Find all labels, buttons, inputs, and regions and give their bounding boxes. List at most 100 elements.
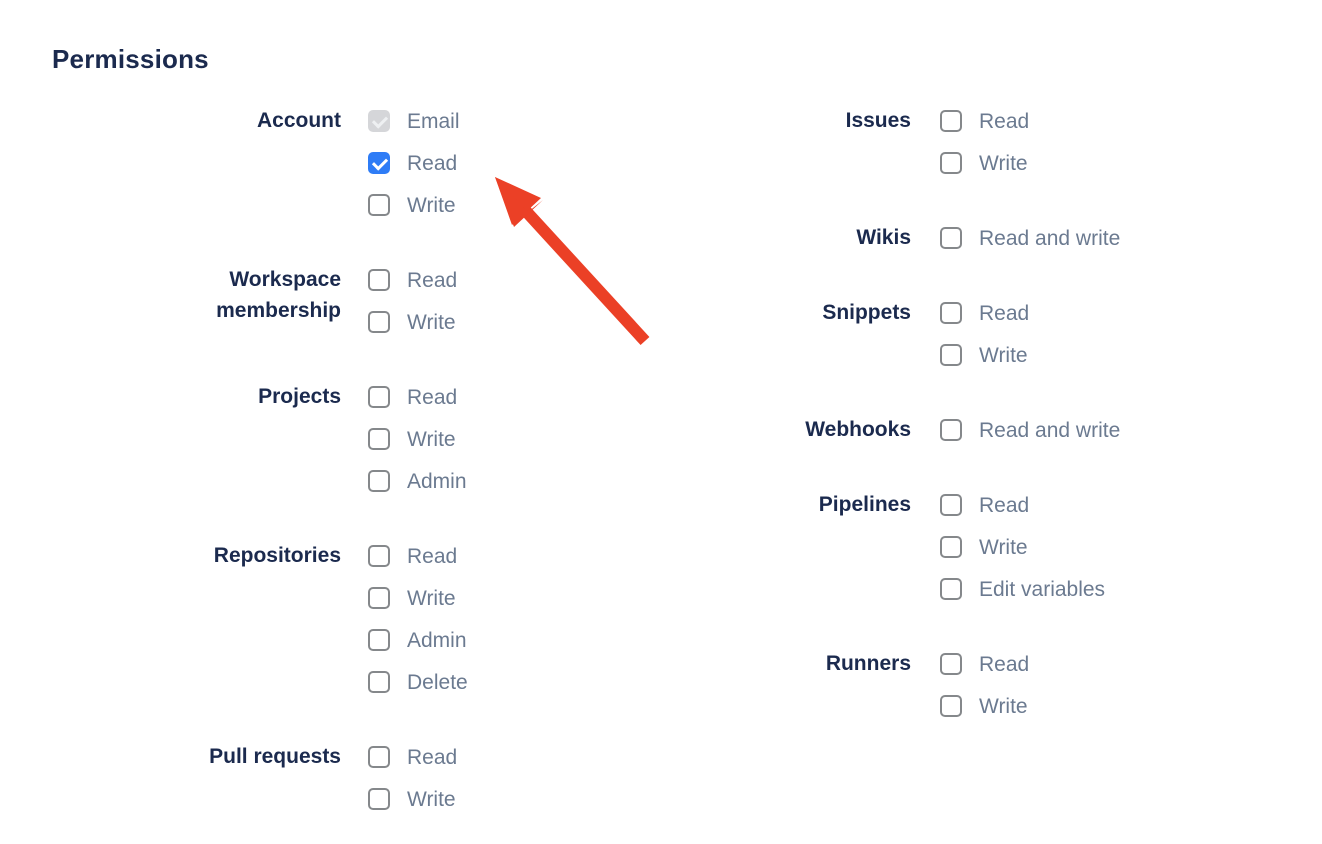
checkbox-pipelines-write[interactable]	[940, 536, 962, 558]
checkbox-runners-write[interactable]	[940, 695, 962, 717]
option-label-pull-requests-read[interactable]: Read	[407, 746, 458, 769]
group-label-runners: Runners	[825, 652, 911, 675]
option-label-projects-read[interactable]: Read	[407, 386, 458, 409]
group-label-webhooks: Webhooks	[805, 418, 911, 441]
option-label-projects-admin[interactable]: Admin	[407, 470, 467, 493]
option-label-account-read[interactable]: Read	[407, 152, 458, 175]
option-row-account-email: Email	[368, 108, 460, 150]
option-label-runners-read[interactable]: Read	[979, 653, 1030, 676]
checkbox-pipelines-edit-variables[interactable]	[940, 578, 962, 600]
option-row-pipelines-edit-variables: Edit variables	[940, 576, 1105, 618]
option-label-repositories-write[interactable]: Write	[407, 587, 456, 610]
checkbox-repositories-admin[interactable]	[368, 629, 390, 651]
checkbox-projects-admin[interactable]	[368, 470, 390, 492]
option-label-issues-read[interactable]: Read	[979, 110, 1030, 133]
option-row-projects-read: Read	[368, 384, 467, 426]
option-row-repositories-delete: Delete	[368, 669, 468, 711]
checkbox-issues-read[interactable]	[940, 110, 962, 132]
option-row-issues-read: Read	[940, 108, 1029, 150]
group-label-pull-requests: Pull requests	[209, 745, 341, 768]
checkbox-pull-requests-write[interactable]	[368, 788, 390, 810]
option-label-projects-write[interactable]: Write	[407, 428, 456, 451]
option-row-webhooks-read-and-write: Read and write	[940, 417, 1120, 459]
group-label-issues: Issues	[845, 109, 911, 132]
option-label-account-write[interactable]: Write	[407, 194, 456, 217]
checkbox-projects-read[interactable]	[368, 386, 390, 408]
option-row-pull-requests-write: Write	[368, 786, 457, 828]
checkbox-workspace-membership-write[interactable]	[368, 311, 390, 333]
option-label-account-email[interactable]: Email	[407, 110, 460, 133]
checkbox-snippets-write[interactable]	[940, 344, 962, 366]
option-row-account-write: Write	[368, 192, 460, 234]
permission-group-webhooks: Webhooks Read and write	[761, 417, 1281, 459]
option-row-workspace-membership-read: Read	[368, 267, 457, 309]
option-row-snippets-read: Read	[940, 300, 1029, 342]
checkbox-repositories-write[interactable]	[368, 587, 390, 609]
option-label-repositories-read[interactable]: Read	[407, 545, 458, 568]
option-label-repositories-admin[interactable]: Admin	[407, 629, 467, 652]
option-row-pipelines-write: Write	[940, 534, 1105, 576]
option-label-pipelines-read[interactable]: Read	[979, 494, 1030, 517]
option-row-snippets-write: Write	[940, 342, 1029, 384]
option-label-pipelines-write[interactable]: Write	[979, 536, 1028, 559]
option-row-repositories-admin: Admin	[368, 627, 468, 669]
option-label-snippets-read[interactable]: Read	[979, 302, 1030, 325]
checkbox-repositories-delete[interactable]	[368, 671, 390, 693]
checkbox-account-read[interactable]	[368, 152, 390, 174]
option-label-snippets-write[interactable]: Write	[979, 344, 1028, 367]
option-row-pull-requests-read: Read	[368, 744, 457, 786]
option-label-pipelines-edit-variables[interactable]: Edit variables	[979, 578, 1106, 601]
group-label-projects: Projects	[258, 385, 341, 408]
checkbox-account-write[interactable]	[368, 194, 390, 216]
checkbox-issues-write[interactable]	[940, 152, 962, 174]
group-label-snippets: Snippets	[822, 301, 911, 324]
option-label-pull-requests-write[interactable]: Write	[407, 788, 456, 811]
checkbox-projects-write[interactable]	[368, 428, 390, 450]
option-row-repositories-write: Write	[368, 585, 468, 627]
option-label-webhooks-read-and-write[interactable]: Read and write	[979, 419, 1121, 442]
checkbox-pull-requests-read[interactable]	[368, 746, 390, 768]
checkbox-workspace-membership-read[interactable]	[368, 269, 390, 291]
checkbox-account-email	[368, 110, 390, 132]
option-list-wikis: Read and write	[940, 225, 1120, 267]
option-label-wikis-read-and-write[interactable]: Read and write	[979, 227, 1121, 250]
checkbox-pipelines-read[interactable]	[940, 494, 962, 516]
group-label-pipelines: Pipelines	[818, 493, 911, 516]
group-label-workspace-membership: Workspace membership	[216, 268, 341, 322]
option-label-workspace-membership-read[interactable]: Read	[407, 269, 458, 292]
group-label-repositories: Repositories	[213, 544, 341, 567]
checkbox-wikis-read-and-write[interactable]	[940, 227, 962, 249]
page-title: Permissions	[52, 44, 209, 74]
option-row-pipelines-read: Read	[940, 492, 1105, 534]
checkbox-repositories-read[interactable]	[368, 545, 390, 567]
option-row-wikis-read-and-write: Read and write	[940, 225, 1120, 267]
checkbox-webhooks-read-and-write[interactable]	[940, 419, 962, 441]
option-label-issues-write[interactable]: Write	[979, 152, 1028, 175]
checkbox-runners-read[interactable]	[940, 653, 962, 675]
option-label-runners-write[interactable]: Write	[979, 695, 1028, 718]
option-row-issues-write: Write	[940, 150, 1029, 192]
checkbox-snippets-read[interactable]	[940, 302, 962, 324]
option-list-webhooks: Read and write	[940, 417, 1120, 459]
option-label-workspace-membership-write[interactable]: Write	[407, 311, 456, 334]
option-label-repositories-delete[interactable]: Delete	[407, 671, 468, 694]
group-label-account: Account	[257, 109, 341, 132]
